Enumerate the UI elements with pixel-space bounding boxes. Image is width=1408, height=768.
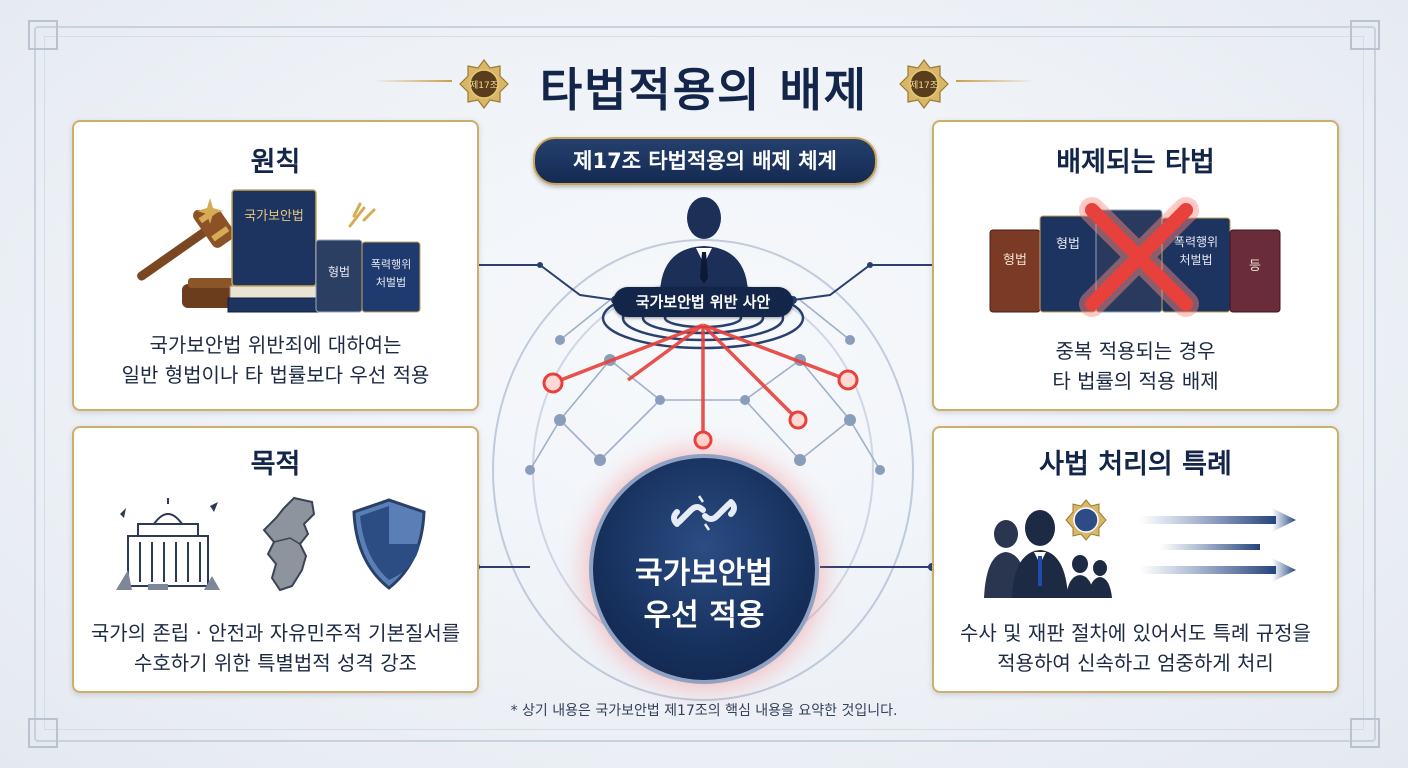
card-text-line: 적용하여 신속하고 엄중하게 처리 [997,651,1274,675]
shield-icon [352,498,426,590]
card-text-line: 국가의 존립 · 안전과 자유민주적 기본질서를 [90,621,461,645]
corner-ornament [1350,20,1380,50]
book-label: 형법 [1056,237,1080,252]
law-books-illustration: 국가보안법 형법 폭력행위 처벌법 [227,189,421,313]
card-title: 사법 처리의 특례 [1039,449,1232,480]
broken-chain-icon [671,495,737,531]
card-judicial-exception: 사법 처리의 특례 수사 및 재판 절차에 있어서도 특례 규정을 적용하 [932,426,1339,693]
book-label: 처벌법 [1179,253,1212,267]
title-row: 타법적용의 배제 [0,48,1408,118]
book-label: 형법 [328,265,350,279]
card-text-line: 타 법률의 적용 배제 [1052,369,1219,393]
card-excluded-laws: 배제되는 타법 형법 형법 폭력행위 처벌법 등 중복 적용되는 경우 타 법률… [932,120,1339,411]
book-label: 국가보안법 [244,209,304,224]
card-text-line: 수사 및 재판 절차에 있어서도 특례 규정을 [960,621,1311,645]
seal-emblem-icon: 제17조 [459,59,509,109]
book-label: 등 [1249,259,1261,274]
decorative-frame [34,26,1376,742]
title-rule-left [372,80,452,82]
subtitle-banner: 제17조 타법적용의 배제 체계 [533,137,877,185]
book-label: 형법 [1003,253,1027,268]
decorative-frame-inner [44,36,1364,730]
card-title: 배제되는 타법 [1056,147,1215,178]
book-label: 처벌법 [376,276,406,289]
emblem-text: 제17조 [470,80,498,91]
card-purpose: 목적 국가의 존립 · 안전과 자유민주적 기본질서를 수호하기 위한 특별법적… [72,426,479,693]
priority-line-2: 우선 적용 [643,598,765,633]
footnote: * 상기 내용은 국가보안법 제17조의 핵심 내용을 요약한 것입니다. [510,703,898,719]
card-title: 목적 [250,449,301,480]
page-title: 타법적용의 배제 [539,63,869,117]
corner-ornament [28,20,58,50]
sparkle-icon [348,202,376,228]
corner-ornament [1350,718,1380,748]
red-x-icon [1079,197,1199,317]
card-text-line: 국가보안법 위반죄에 대하여는 [149,333,402,357]
card-principle: 원칙 국가보안법 형법 폭력행위 처벌법 국가보안법 위반죄에 대하여는 일반 … [72,120,479,411]
card-text-line: 수호하기 위한 특별법적 성격 강조 [133,651,418,675]
case-label: 국가보안법 위반 사안 [613,287,793,317]
card-text-line: 일반 형법이나 타 법률보다 우선 적용 [121,363,430,387]
people-group-icon [984,510,1112,598]
korea-map-icon [262,496,316,592]
book-label: 폭력행위 [1174,234,1218,249]
capitol-building-icon [116,498,220,590]
priority-line-1: 국가보안법 [635,556,773,591]
speed-arrows-icon [1140,508,1296,582]
sparkle-icon [197,198,223,224]
card-title: 원칙 [250,147,301,178]
seal-badge-icon [1065,499,1107,541]
card-text-line: 중복 적용되는 경우 [1055,339,1216,363]
emblem-text: 제17조 [910,80,938,91]
seal-emblem-icon: 제17조 [899,59,949,109]
book-label: 폭력행위 [371,258,411,271]
person-silhouette-icon [660,197,748,292]
corner-ornament [28,718,58,748]
priority-circle: 국가보안법 우선 적용 [593,458,815,680]
